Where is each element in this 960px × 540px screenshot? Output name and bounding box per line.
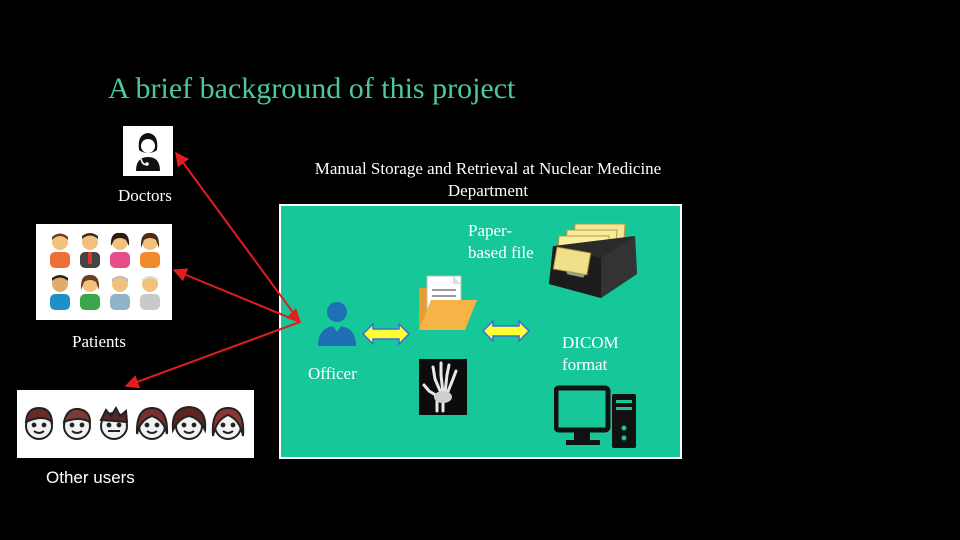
paper-file-label: Paper- based file (468, 220, 534, 264)
arrow-to-patients (172, 268, 301, 323)
paper-file-label-line-2: based file (468, 243, 534, 262)
slide-title: A brief background of this project (108, 72, 516, 105)
xray-hand-icon (419, 359, 467, 415)
double-arrow-icon (482, 320, 530, 342)
file-box-icon (545, 218, 641, 300)
computer-tower-icon (554, 384, 638, 450)
doctor-icon (123, 126, 173, 176)
dicom-label-line-2: format (562, 355, 608, 374)
dicom-label: DICOM format (562, 332, 619, 376)
panel-title-line-1: Manual Storage and Retrieval at Nuclear … (314, 159, 662, 178)
double-arrow-icon (362, 323, 410, 345)
panel-title-line-2: Department (447, 181, 529, 200)
document-folder-icon (417, 274, 479, 334)
patients-label: Patients (72, 332, 126, 351)
doctors-label: Doctors (118, 186, 172, 205)
arrow-to-doctors (175, 151, 301, 323)
arrow-to-officer (286, 308, 301, 323)
patients-group-icon (36, 224, 172, 320)
other-users-label: Other users (46, 468, 135, 487)
officer-label: Officer (308, 364, 357, 383)
other-users-faces-icon (17, 390, 254, 458)
paper-file-label-line-1: Paper- (468, 221, 513, 240)
arrow-to-other-users (124, 321, 301, 389)
panel-title: Manual Storage and Retrieval at Nuclear … (278, 158, 698, 202)
officer-user-icon (316, 300, 358, 348)
dicom-label-line-1: DICOM (562, 333, 619, 352)
